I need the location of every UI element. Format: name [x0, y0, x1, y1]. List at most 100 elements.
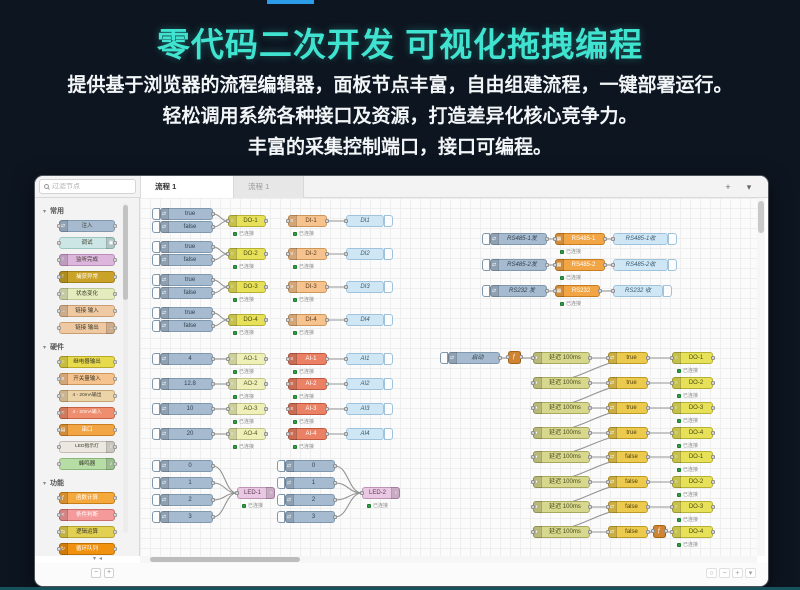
node-port[interactable]	[646, 431, 650, 435]
node-port[interactable]	[646, 530, 650, 534]
flow-node-inject-false[interactable]: false⇄	[152, 320, 215, 332]
flow-node-do-output[interactable]: DO-4○已连接	[670, 427, 715, 449]
node-port[interactable]	[325, 382, 329, 386]
node-port[interactable]	[711, 505, 715, 509]
inject-button[interactable]	[277, 477, 285, 489]
palette-node-loop[interactable]: 循环队列↻	[57, 543, 117, 555]
node-port[interactable]	[588, 406, 592, 410]
inject-button[interactable]	[152, 208, 160, 220]
flow-node-di-input[interactable]: DI-3≡已连接	[286, 281, 329, 303]
node-port[interactable]	[646, 505, 650, 509]
node-port[interactable]	[226, 318, 230, 322]
node-port[interactable]	[531, 480, 535, 484]
node-port[interactable]	[588, 431, 592, 435]
node-port[interactable]	[664, 529, 668, 533]
node-port[interactable]	[711, 381, 715, 385]
vertical-scrollbar[interactable]	[757, 198, 765, 556]
inject-button[interactable]	[152, 477, 160, 489]
debug-toggle-button[interactable]	[384, 403, 393, 415]
node-port[interactable]	[211, 212, 215, 216]
node-port[interactable]	[611, 237, 615, 241]
palette-node-inject[interactable]: 注入⇄	[57, 220, 117, 232]
node-port[interactable]	[711, 431, 715, 435]
node-port[interactable]	[226, 382, 230, 386]
flow-canvas[interactable]: true⇄false⇄true⇄false⇄true⇄false⇄true⇄fa…	[140, 198, 757, 556]
node-port[interactable]	[646, 480, 650, 484]
node-port[interactable]	[711, 530, 715, 534]
node-port[interactable]	[498, 356, 502, 360]
node-port[interactable]	[646, 406, 650, 410]
node-port[interactable]	[325, 285, 329, 289]
node-port[interactable]	[531, 406, 535, 410]
palette-collapse-button[interactable]: −	[91, 568, 101, 578]
flow-node-inject-rs485-send[interactable]: RS485-1发⇄	[482, 233, 549, 245]
palette-node-link-out[interactable]: 链接 输出→	[57, 322, 117, 334]
search-input[interactable]	[52, 183, 122, 190]
debug-toggle-button[interactable]	[384, 378, 393, 390]
node-port[interactable]	[286, 252, 290, 256]
flow-node-do-output[interactable]: DO-2○已连接	[670, 377, 715, 399]
node-port[interactable]	[545, 289, 549, 293]
node-port[interactable]	[235, 491, 239, 495]
flow-node-set-false[interactable]: false⇄	[606, 476, 650, 488]
flow-node-debug[interactable]: DI3	[344, 281, 393, 293]
horizontal-scrollbar[interactable]	[140, 556, 757, 563]
node-port[interactable]	[264, 252, 268, 256]
debug-toggle-button[interactable]	[663, 285, 672, 297]
inject-button[interactable]	[277, 460, 285, 472]
node-port[interactable]	[711, 406, 715, 410]
palette-node-link-in[interactable]: 链接 输入→	[57, 305, 117, 317]
flow-node-set-false[interactable]: false⇄	[606, 451, 650, 463]
node-port[interactable]	[606, 505, 610, 509]
node-port[interactable]	[553, 289, 557, 293]
palette-node-ao-output[interactable]: 4 - 20mA输出≈	[57, 390, 117, 402]
palette-node-logic[interactable]: 逻辑运算⇆	[57, 526, 117, 538]
palette-category[interactable]: ▾硬件	[43, 344, 65, 351]
flow-node-debug[interactable]: AI2	[344, 378, 393, 390]
flow-node-do-output[interactable]: DO-4○已连接	[226, 314, 268, 336]
node-port[interactable]	[211, 464, 215, 468]
debug-toggle-button[interactable]	[384, 248, 393, 260]
node-port[interactable]	[531, 356, 535, 360]
node-port[interactable]	[264, 219, 268, 223]
node-port[interactable]	[670, 431, 674, 435]
flow-node-inject-value[interactable]: 2⇄	[277, 494, 337, 506]
flow-node-delay-100ms[interactable]: 延迟 100ms◐	[531, 377, 592, 389]
flow-node-inject-true[interactable]: true⇄	[152, 274, 215, 286]
node-port[interactable]	[344, 357, 348, 361]
minimap-toggle-icon[interactable]: ▾	[745, 568, 756, 578]
node-port[interactable]	[264, 382, 268, 386]
add-flow-button[interactable]: +	[721, 180, 735, 194]
inject-button[interactable]	[152, 307, 160, 319]
inject-button[interactable]	[152, 403, 160, 415]
node-port[interactable]	[264, 285, 268, 289]
node-port[interactable]	[286, 219, 290, 223]
flow-node-debug-rs232-recv[interactable]: RS232 收	[611, 285, 672, 297]
node-port[interactable]	[344, 252, 348, 256]
node-port[interactable]	[344, 318, 348, 322]
node-port[interactable]	[606, 406, 610, 410]
node-port[interactable]	[531, 431, 535, 435]
flow-node-delay-100ms[interactable]: 延迟 100ms◐	[531, 476, 592, 488]
debug-toggle-button[interactable]	[384, 215, 393, 227]
flow-node-do-output[interactable]: DO-4○已连接	[670, 526, 715, 548]
debug-toggle-button[interactable]	[668, 233, 677, 245]
flow-node-do-output[interactable]: DO-1○已连接	[226, 215, 268, 237]
node-port[interactable]	[226, 432, 230, 436]
zoom-in-icon[interactable]: +	[732, 568, 743, 578]
node-port[interactable]	[651, 529, 655, 533]
flow-tab[interactable]: 流程 1	[234, 176, 304, 198]
flow-node-inject-value[interactable]: 0⇄	[152, 460, 215, 472]
palette-category[interactable]: ▾功能	[43, 480, 65, 487]
inject-button[interactable]	[152, 353, 160, 365]
node-port[interactable]	[553, 237, 557, 241]
node-port[interactable]	[325, 407, 329, 411]
node-port[interactable]	[506, 355, 510, 359]
node-port[interactable]	[211, 382, 215, 386]
node-port[interactable]	[553, 263, 557, 267]
flow-node-ai-input[interactable]: AI-1≡已连接	[286, 353, 329, 375]
debug-toggle-button[interactable]	[384, 281, 393, 293]
flow-node-do-output[interactable]: DO-3○已连接	[226, 281, 268, 303]
flow-node-ao-output[interactable]: AO-2○已连接	[226, 378, 268, 400]
